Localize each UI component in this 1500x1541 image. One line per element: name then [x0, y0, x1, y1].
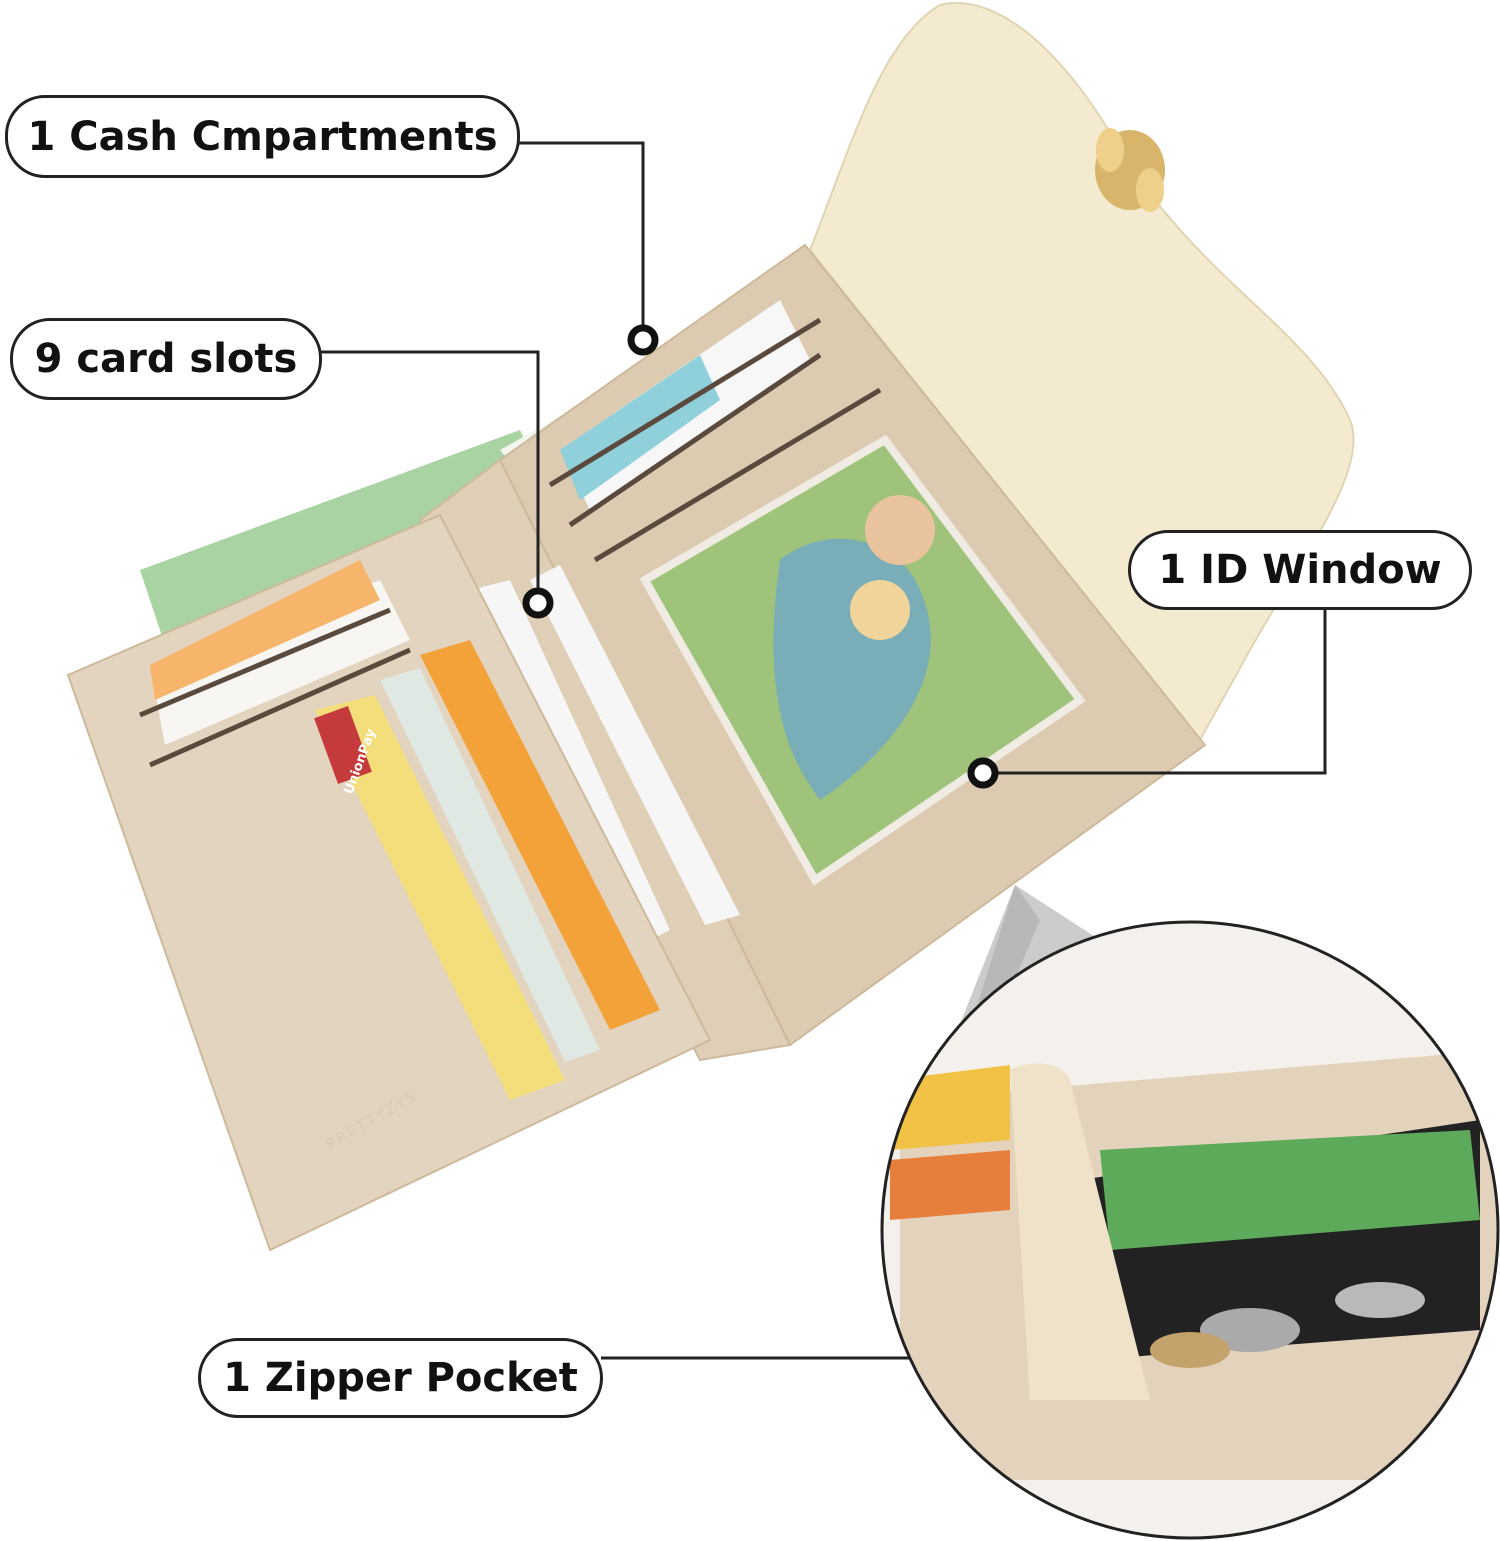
callout-id-window: 1 ID Window	[1128, 530, 1472, 610]
cards-marker-dot	[522, 587, 554, 619]
zipper-pocket-closeup	[882, 922, 1498, 1538]
card-orange	[420, 640, 660, 1030]
card-yellow	[315, 695, 565, 1100]
callout-card-slots: 9 card slots	[10, 318, 322, 400]
gold-clasp-icon	[1095, 128, 1165, 212]
cash-leader-line	[518, 141, 645, 338]
callout-cash-compartments: 1 Cash Cmpartments	[5, 95, 520, 178]
cash-marker-dot	[627, 324, 659, 356]
id-marker-dot	[967, 757, 999, 789]
banknote	[1100, 1130, 1480, 1250]
id-leader-line	[985, 608, 1327, 775]
cards-leader-line	[320, 350, 540, 600]
callout-zipper-pocket: 1 Zipper Pocket	[198, 1338, 603, 1418]
coins-icon	[1150, 1282, 1425, 1368]
